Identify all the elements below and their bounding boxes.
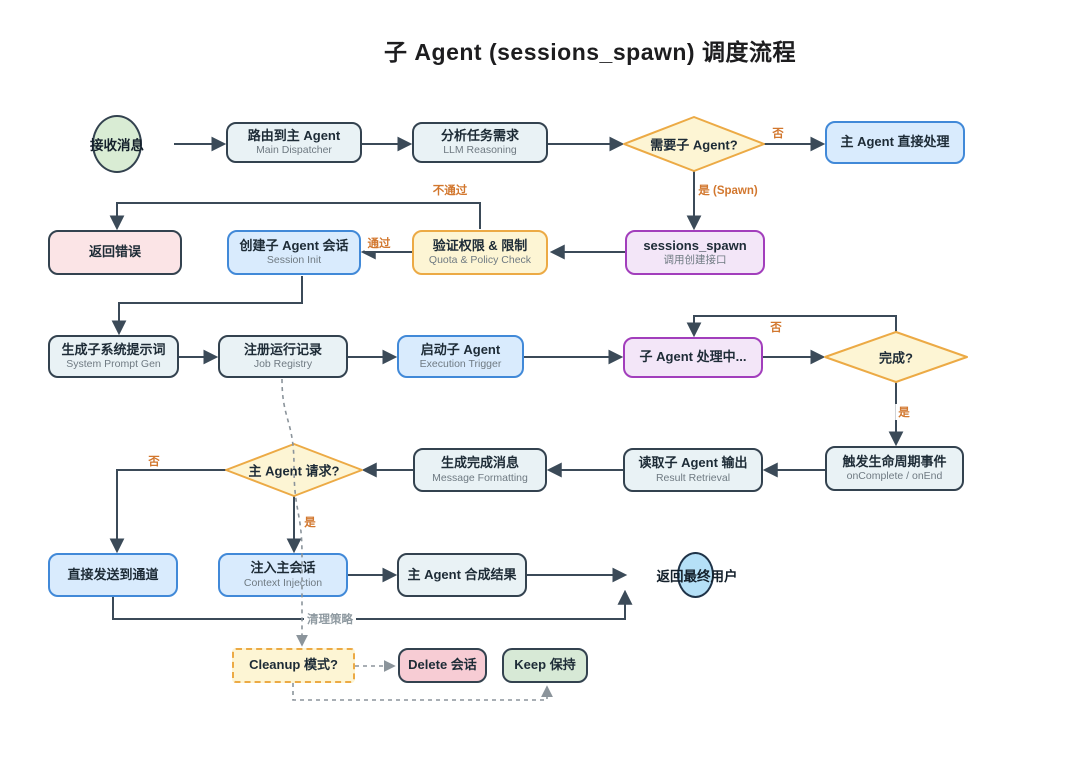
node-main-agent-synthesis: 主 Agent 合成结果 — [397, 553, 527, 597]
node-label: 子 Agent 处理中... — [639, 349, 747, 365]
node-main-agent-direct: 主 Agent 直接处理 — [825, 121, 965, 164]
node-sublabel: onComplete / onEnd — [846, 470, 943, 483]
end-node-label: 返回最终用户 — [656, 569, 738, 584]
node-create-session: 创建子 Agent 会话 Session Init — [227, 230, 361, 275]
node-label: Delete 会话 — [408, 657, 477, 673]
edge-label-yes-done: 是 — [895, 404, 913, 420]
node-sublabel: Execution Trigger — [419, 358, 502, 371]
edge-registry-cleanup-dashed — [281, 378, 308, 647]
node-label: 注册运行记录 — [243, 341, 322, 357]
node-sublabel: System Prompt Gen — [66, 358, 161, 371]
node-return-error: 返回错误 — [48, 230, 182, 275]
node-keep-session: Keep 保持 — [502, 648, 588, 683]
edge-label-cleanup-policy: 清理策略 — [304, 611, 356, 627]
diamond-need-sub-agent — [623, 116, 765, 172]
node-sublabel: LLM Reasoning — [443, 144, 517, 157]
node-send-to-channel: 直接发送到通道 — [48, 553, 178, 597]
node-sublabel: Job Registry — [253, 358, 313, 371]
node-lifecycle-events: 触发生命周期事件 onComplete / onEnd — [825, 446, 964, 491]
node-analyze-task: 分析任务需求 LLM Reasoning — [412, 122, 548, 163]
node-label: 直接发送到通道 — [67, 566, 159, 582]
node-label: 返回错误 — [88, 244, 141, 260]
edge-label-no: 否 — [769, 125, 787, 141]
node-context-injection: 注入主会话 Context Injection — [218, 553, 348, 597]
diamond-main-request-label: 主 Agent 请求? — [248, 463, 340, 479]
edge-validate-error — [109, 202, 481, 231]
node-delete-session: Delete 会话 — [398, 648, 487, 683]
edge-label-pass: 通过 — [364, 235, 394, 251]
node-label: 注入主会话 — [250, 560, 316, 576]
edge-done-loop — [686, 315, 897, 338]
node-label: Cleanup 模式? — [249, 657, 338, 673]
edge-cleanup-keep-dashed — [292, 683, 553, 701]
edge-sendchan-end — [112, 589, 633, 620]
node-cleanup-mode: Cleanup 模式? — [232, 648, 355, 683]
node-system-prompt-gen: 生成子系统提示词 System Prompt Gen — [48, 335, 179, 378]
node-label: 验证权限 & 限制 — [432, 237, 528, 253]
edge-label-yes-request: 是 — [301, 514, 319, 530]
node-result-retrieval: 读取子 Agent 输出 Result Retrieval — [623, 448, 763, 492]
node-sublabel: Message Formatting — [432, 471, 528, 484]
edge-mainreq-sendchan — [109, 469, 226, 554]
node-sessions-spawn: sessions_spawn 调用创建接口 — [625, 230, 765, 275]
node-route-to-main-agent: 路由到主 Agent Main Dispatcher — [226, 122, 362, 163]
edge-label-no-loop: 否 — [767, 319, 785, 335]
start-node — [92, 115, 142, 173]
diamond-done — [824, 331, 968, 383]
node-label: Keep 保持 — [514, 657, 576, 673]
node-validate-quota: 验证权限 & 限制 Quota & Policy Check — [412, 230, 548, 275]
node-label: 触发生命周期事件 — [842, 453, 947, 469]
diamond-done-label: 完成? — [879, 350, 913, 366]
node-label: 创建子 Agent 会话 — [239, 237, 349, 253]
node-label: 路由到主 Agent — [247, 127, 341, 143]
node-sublabel: Session Init — [266, 254, 322, 267]
node-label: 启动子 Agent — [420, 341, 501, 357]
node-label: 读取子 Agent 输出 — [638, 455, 748, 471]
edge-label-no-request: 否 — [145, 453, 163, 469]
node-job-registry: 注册运行记录 Job Registry — [218, 335, 348, 378]
node-sublabel: Main Dispatcher — [256, 144, 332, 157]
edge-label-fail: 不通过 — [429, 182, 471, 198]
node-sublabel: Result Retrieval — [655, 471, 731, 484]
diagram-title: 子 Agent (sessions_spawn) 调度流程 — [384, 39, 796, 65]
edge-create-sysprompt — [111, 276, 303, 336]
node-sub-agent-processing: 子 Agent 处理中... — [623, 337, 763, 378]
node-sublabel: 调用创建接口 — [663, 254, 727, 267]
node-label: sessions_spawn — [643, 237, 747, 253]
end-node — [677, 552, 714, 598]
diamond-main-request — [225, 443, 363, 497]
edge-label-yes-spawn: 是 (Spawn) — [695, 182, 761, 198]
node-sublabel: Quota & Policy Check — [428, 254, 532, 267]
node-label: 生成子系统提示词 — [61, 341, 166, 357]
node-label: 生成完成消息 — [440, 455, 519, 471]
node-execution-trigger: 启动子 Agent Execution Trigger — [397, 335, 524, 378]
node-message-formatting: 生成完成消息 Message Formatting — [413, 448, 547, 492]
node-label: 分析任务需求 — [440, 127, 519, 143]
node-label: 主 Agent 合成结果 — [407, 566, 517, 582]
diamond-need-sub-label: 需要子 Agent? — [650, 137, 738, 153]
node-label: 主 Agent 直接处理 — [840, 134, 950, 150]
start-node-label: 接收消息 — [90, 138, 144, 153]
